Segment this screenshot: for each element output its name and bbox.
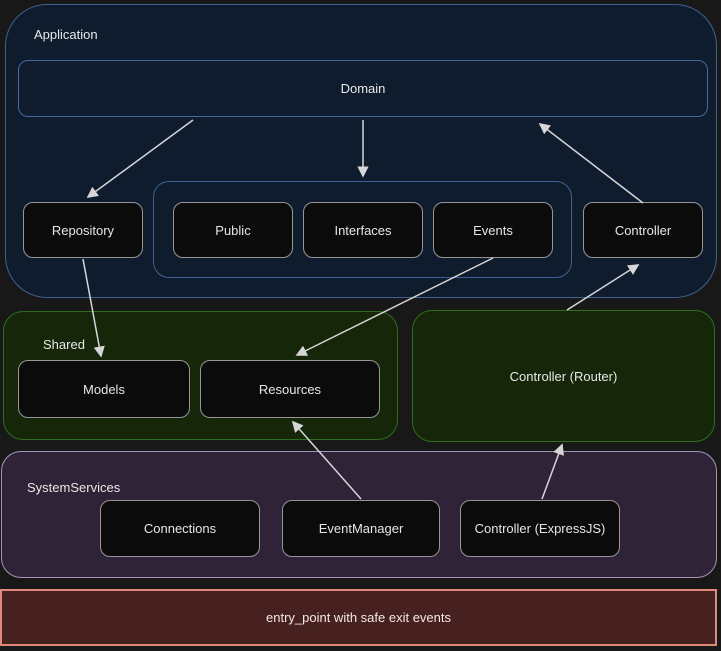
node-resources: Resources: [200, 360, 380, 418]
node-resources-label: Resources: [258, 381, 322, 397]
node-connections: Connections: [100, 500, 260, 557]
node-controller: Controller: [583, 202, 703, 258]
node-public: Public: [173, 202, 293, 258]
node-domain-label: Domain: [340, 81, 386, 96]
node-events-label: Events: [473, 222, 513, 238]
node-entry-point-label: entry_point with safe exit events: [266, 610, 451, 625]
node-controller-expressjs-label: Controller (ExpressJS): [474, 521, 606, 536]
node-controller-router: Controller (Router): [412, 310, 715, 442]
node-controller-expressjs: Controller (ExpressJS): [460, 500, 620, 557]
node-event-manager: EventManager: [282, 500, 440, 557]
container-application-label: Application: [34, 27, 98, 42]
node-interfaces-label: Interfaces: [334, 222, 392, 238]
node-public-label: Public: [215, 222, 251, 238]
node-event-manager-label: EventManager: [318, 521, 404, 536]
node-repository: Repository: [23, 202, 143, 258]
node-events: Events: [433, 202, 553, 258]
node-interfaces: Interfaces: [303, 202, 423, 258]
container-shared-label: Shared: [43, 337, 85, 352]
node-controller-label: Controller: [614, 222, 672, 238]
node-connections-label: Connections: [143, 521, 217, 536]
node-repository-label: Repository: [51, 222, 115, 238]
node-models: Models: [18, 360, 190, 418]
node-models-label: Models: [83, 381, 125, 397]
node-controller-router-label: Controller (Router): [509, 368, 618, 384]
node-entry-point: entry_point with safe exit events: [0, 589, 717, 646]
node-domain: Domain: [18, 60, 708, 117]
container-system-services-label: SystemServices: [27, 480, 121, 495]
